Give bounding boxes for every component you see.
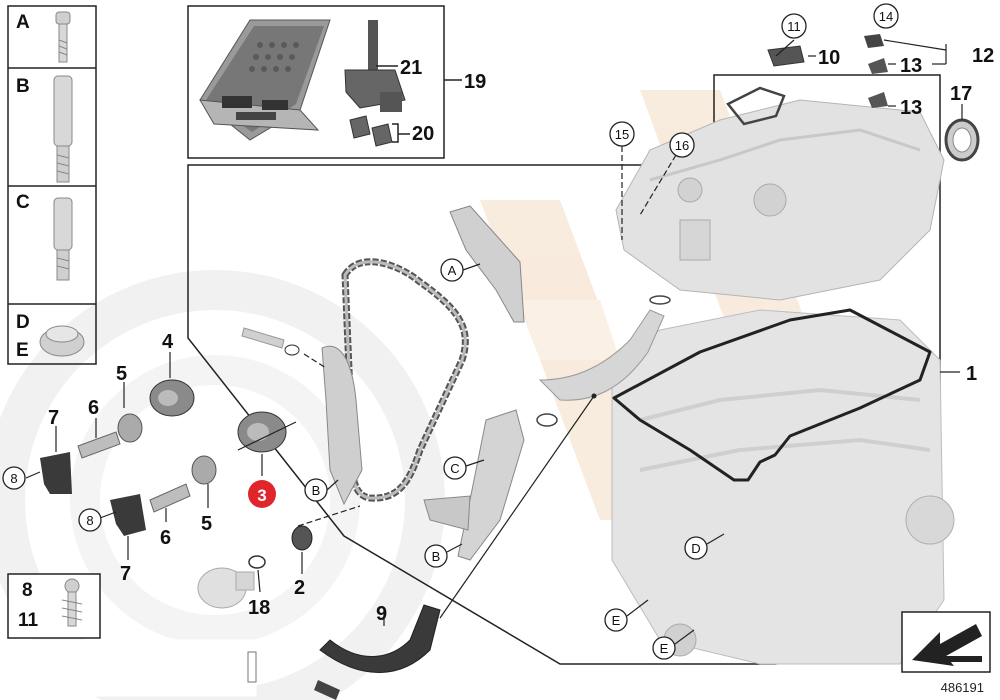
callout-16-circle [669, 132, 695, 158]
bolt-legend-bottom: 8 11 [7, 573, 257, 697]
diagram-id: 486191 [941, 680, 984, 695]
ring-18 [248, 555, 266, 569]
fastener-legend: A B C D E [7, 5, 97, 365]
oil-pipe-lower-9 [314, 604, 441, 700]
callout-5b: 5 [201, 513, 212, 535]
bolt-6b [149, 483, 191, 513]
stud-c-icon [53, 197, 73, 281]
legend-letter-a: A [16, 12, 30, 33]
callout-1: 1 [966, 363, 977, 385]
callout-6b: 6 [160, 527, 171, 549]
bracket-7a [40, 452, 72, 494]
gasket-oval-icon [726, 86, 786, 126]
letter-callouts: A B C B D E E [304, 258, 725, 660]
callout-19: 19 [464, 71, 486, 93]
view-direction-icon [901, 611, 991, 673]
highlight-callout-3[interactable] [248, 480, 276, 508]
letter-e-circle-1 [604, 608, 628, 632]
callout-21: 21 [400, 57, 422, 79]
bracket-7b [110, 494, 146, 536]
callout-16: 16 [675, 138, 689, 153]
callout-5a: 5 [116, 363, 127, 385]
gasket-17-icon [944, 118, 980, 162]
callout-8a: 8 [10, 471, 17, 486]
callout-18: 18 [248, 597, 270, 619]
bolt-6a [77, 431, 121, 459]
callout-10: 10 [818, 47, 840, 69]
washer-5a [117, 413, 143, 443]
letter-b-callout-1: B [312, 483, 321, 498]
gear-2 [291, 525, 313, 551]
camshaft-sprocket-4 [149, 379, 195, 417]
callouts: 1 2 3 4 5 5 6 6 7 7 8 8 9 10 11 12 13 13… [2, 3, 994, 625]
guide-rail-a [449, 205, 525, 323]
letter-d-callout: D [691, 541, 700, 556]
letter-d-circle [684, 536, 708, 560]
tool-case-image [199, 19, 331, 141]
letter-e-callout-1: E [612, 613, 621, 628]
callout-15-circle [609, 121, 635, 147]
legend-letter-c: C [16, 192, 30, 213]
callout-9: 9 [376, 603, 387, 625]
cylinder-head-cover [615, 99, 945, 301]
leader-dot [591, 393, 597, 399]
camshaft-sprocket-3 [237, 411, 287, 453]
letter-e-callout-2: E [660, 641, 669, 656]
callout-8b: 8 [86, 513, 93, 528]
letter-c-circle [443, 456, 467, 480]
stud-b-icon [53, 75, 73, 183]
oil-pipe-upper [536, 295, 671, 427]
callout-3: 3 [257, 486, 266, 505]
callout-6a: 6 [88, 397, 99, 419]
callout-13a: 13 [900, 55, 922, 77]
letter-b-callout-2: B [432, 549, 441, 564]
plug-de-icon [39, 325, 85, 357]
bolt-icon [61, 578, 83, 627]
clip-14-icon [864, 34, 884, 48]
callout-7b: 7 [120, 563, 131, 585]
callout-2: 2 [294, 577, 305, 599]
legend-bottom-11: 11 [18, 610, 39, 631]
leader-lines [25, 39, 963, 626]
tool-21-icon [344, 20, 406, 112]
callout-4: 4 [162, 331, 174, 353]
letter-b-circle-2 [424, 544, 448, 568]
timing-chain [341, 258, 469, 502]
callout-17: 17 [950, 83, 972, 105]
legend-letter-b: B [16, 76, 30, 97]
pin-part [241, 327, 300, 356]
engine-block [611, 309, 955, 665]
legend-letter-e: E [16, 340, 29, 361]
callout-8a-circle [2, 466, 26, 490]
callout-15: 15 [615, 127, 629, 142]
legend-letter-d: D [16, 312, 30, 333]
callout-13b: 13 [900, 97, 922, 119]
plug-part [197, 567, 255, 609]
special-tool-box: 21 20 19 [187, 5, 486, 159]
tensioner-rail-b [321, 345, 363, 506]
callout-12: 12 [972, 45, 994, 67]
tool-20-icon [349, 115, 393, 147]
legend-bottom-8: 8 [22, 580, 33, 601]
bracket-10-icon [767, 45, 805, 67]
clip-13-icon [868, 58, 888, 108]
letter-e-circle-2 [652, 636, 676, 660]
callout-8b-circle [78, 508, 102, 532]
callout-14: 14 [879, 9, 893, 24]
guide-rail-c [423, 409, 525, 561]
callout-20: 20 [412, 123, 434, 145]
letter-a-callout: A [448, 263, 457, 278]
bolt-a-icon [55, 11, 71, 63]
callout-11-circle [781, 13, 807, 39]
washer-5b [191, 455, 217, 485]
callout-14-circle [873, 3, 899, 29]
callout-11: 11 [787, 19, 801, 34]
callout-7a: 7 [48, 407, 59, 429]
letter-c-callout: C [450, 461, 459, 476]
cylinder-head-gasket [612, 308, 932, 482]
